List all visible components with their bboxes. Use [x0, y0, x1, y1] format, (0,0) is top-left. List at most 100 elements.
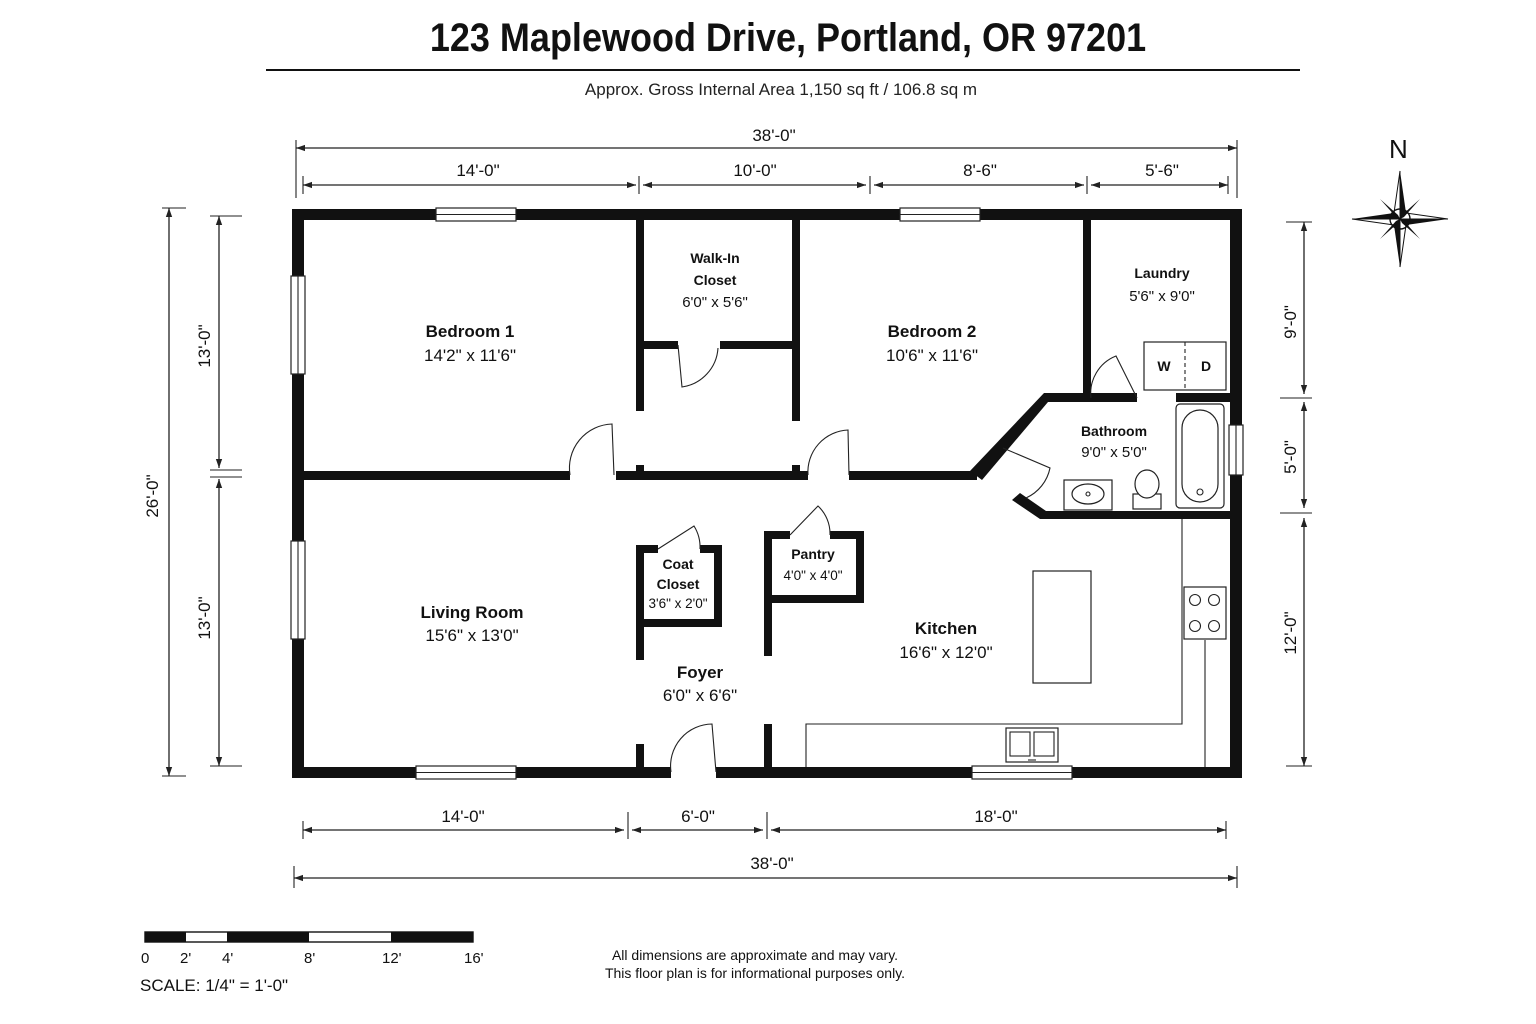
footnote: All dimensions are approximate and may v… — [560, 946, 950, 982]
dim-top-seg-4: 5'-6" — [1145, 161, 1179, 180]
laundry-name: Laundry — [1134, 265, 1189, 281]
dim-right-seg-3: 12'-0" — [1281, 611, 1300, 654]
scale-tick-0: 0 — [141, 950, 150, 967]
stove-burner — [1188, 593, 1202, 607]
north-label: N — [1389, 134, 1408, 164]
interior-walls — [292, 209, 1242, 778]
kitchen-sink-bowl — [1009, 731, 1031, 757]
coat-closet-name-2: Closet — [657, 576, 700, 592]
door-bedroom1 — [568, 423, 615, 476]
dim-bottom-seg-2: 6'-0" — [681, 807, 715, 826]
door-bedroom2 — [807, 429, 850, 476]
wall-closet-left — [636, 209, 644, 411]
dim-top-seg-3: 8'-6" — [963, 161, 997, 180]
washer-label: W — [1157, 358, 1171, 374]
title-rule — [266, 69, 1300, 71]
wall-pantry-left — [764, 531, 772, 656]
walk-in-closet-name-1: Walk-In — [690, 250, 739, 266]
bedroom1-dims: 14'2" x 11'6" — [424, 346, 516, 365]
wall-coat-right — [714, 545, 722, 627]
wall-coat-top-right — [700, 545, 722, 553]
wall-pantry-bottom — [764, 595, 864, 603]
bathtub-basin — [1181, 409, 1219, 503]
wall-closet-bottom-right — [720, 341, 800, 349]
dimensions-left: 26'-0" 13'-0" 13'-0" — [143, 207, 242, 777]
bedroom2-dims: 10'6" x 11'6" — [886, 346, 978, 365]
scale-label: SCALE: 1/4" = 1'-0" — [140, 976, 289, 995]
coat-closet-dims: 3'6" x 2'0" — [648, 596, 707, 611]
dimensions-bottom: 14'-0" 6'-0" 18'-0" 38'-0" — [293, 807, 1238, 888]
dim-bottom-total: 38'-0" — [750, 854, 793, 873]
wall-coat-left — [636, 545, 644, 660]
living-room-name: Living Room — [421, 603, 524, 622]
bath-sink — [1071, 483, 1105, 505]
kitchen-sink-bowl — [1033, 731, 1055, 757]
dim-bottom-seg-1: 14'-0" — [441, 807, 484, 826]
bathtub-drain — [1196, 488, 1204, 496]
bath-sink-drain — [1085, 491, 1091, 497]
dryer-label: D — [1201, 358, 1211, 374]
foyer-name: Foyer — [677, 663, 724, 682]
door-laundry — [1090, 355, 1138, 399]
dim-bottom-seg-3: 18'-0" — [974, 807, 1017, 826]
wall-bath-top — [1091, 393, 1137, 402]
wall-foyer-stub-right — [764, 724, 772, 778]
kitchen-sink — [1005, 727, 1059, 763]
dim-right-seg-1: 9'-0" — [1281, 305, 1300, 339]
toilet-bowl — [1134, 469, 1160, 499]
stove-burner — [1188, 619, 1202, 633]
dim-top-total: 38'-0" — [752, 126, 795, 145]
wall-laundry-left — [1083, 209, 1091, 399]
wall-pantry-top-right — [830, 531, 864, 539]
dim-top-seg-2: 10'-0" — [733, 161, 776, 180]
door-front-entry — [670, 723, 717, 773]
wall-stub-2 — [792, 465, 800, 480]
bathroom-dims: 9'0" x 5'0" — [1081, 444, 1147, 461]
scale-tick-16: 16' — [464, 950, 484, 967]
wall-hall-top — [616, 471, 808, 480]
bedroom1-name: Bedroom 1 — [426, 322, 515, 341]
wall-bath-top-right — [1176, 393, 1242, 402]
wall-closet-right — [792, 209, 800, 421]
pantry-name: Pantry — [791, 546, 835, 562]
plan-title: 123 Maplewood Drive, Portland, OR 97201 — [429, 16, 1147, 60]
wall-coat-bottom — [636, 619, 722, 627]
bedroom2-name: Bedroom 2 — [888, 322, 977, 341]
kitchen-stove — [1183, 586, 1227, 640]
wall-bed1-living — [292, 471, 570, 480]
wall-pantry-top-left — [764, 531, 790, 539]
footnote-line-1: All dimensions are approximate and may v… — [611, 947, 899, 963]
laundry-dims: 5'6" x 9'0" — [1129, 288, 1195, 305]
living-room-dims: 15'6" x 13'0" — [425, 626, 518, 645]
wall-bed2-living — [849, 471, 977, 480]
wall-north — [292, 209, 1242, 220]
scale-tick-8: 8' — [304, 950, 316, 967]
walk-in-closet-name-2: Closet — [694, 272, 737, 288]
scale-bar — [144, 931, 474, 943]
pantry-dims: 4'0" x 4'0" — [783, 568, 842, 583]
kitchen-island — [1032, 570, 1092, 684]
wall-stub-1 — [636, 465, 644, 480]
dimensions-right: 9'-0" 5'-0" 12'-0" — [1280, 221, 1312, 767]
room-labels: Bedroom 1 14'2" x 11'6" Walk-In Closet 6… — [421, 250, 1195, 705]
door-walk-in-closet — [677, 344, 719, 388]
bathroom-name: Bathroom — [1081, 423, 1147, 439]
kitchen-dims: 16'6" x 12'0" — [899, 643, 992, 662]
dim-left-seg-2: 13'-0" — [195, 596, 214, 639]
footnote-line-2: This floor plan is for informational pur… — [604, 965, 906, 981]
scale-tick-12: 12' — [382, 950, 402, 967]
dim-right-seg-2: 5'-0" — [1281, 440, 1300, 474]
foyer-dims: 6'0" x 6'6" — [663, 686, 737, 705]
dim-top-seg-1: 14'-0" — [456, 161, 499, 180]
walk-in-closet-dims: 6'0" x 5'6" — [682, 294, 748, 311]
fixtures: W D — [805, 341, 1227, 767]
compass-rose-icon — [1351, 170, 1449, 268]
door-coat-closet — [657, 525, 701, 550]
dim-left-seg-1: 13'-0" — [195, 324, 214, 367]
stove-burner — [1207, 619, 1221, 633]
windows — [290, 207, 1244, 780]
wall-foyer-stub-left — [636, 744, 644, 778]
wall-closet-bottom-left — [636, 341, 678, 349]
wall-bath-bottom — [1012, 493, 1242, 519]
